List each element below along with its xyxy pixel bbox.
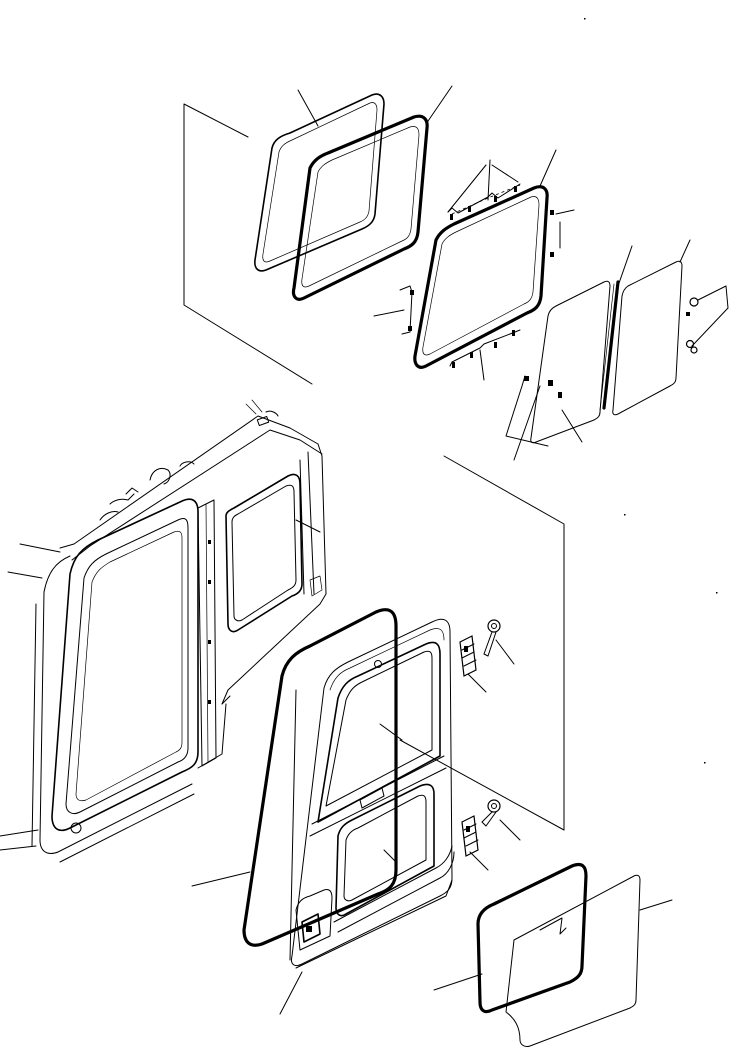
leader-line (539, 149, 557, 187)
latch-cluster (685, 285, 729, 354)
glass-divider-strip (599, 245, 633, 411)
door-seal (191, 608, 398, 947)
leader-line (383, 849, 397, 863)
leader-line (279, 971, 303, 1015)
sliding-glass-front (612, 239, 729, 416)
leader-line (191, 871, 251, 887)
lower-group-bracket (399, 455, 565, 831)
roof-window-seal (254, 89, 385, 272)
hinge-bolt-upper (483, 619, 515, 665)
leader-line (379, 723, 403, 741)
sliding-glass-rear (505, 280, 611, 461)
leader-line (425, 85, 453, 125)
hinge-upper (459, 635, 487, 693)
roof-window-frame (291, 85, 453, 301)
cab-body (0, 399, 327, 863)
hinge-lower (461, 815, 489, 871)
lower-door-glass (505, 874, 673, 1047)
scan-specks (584, 18, 718, 764)
upper-group-bracket (183, 103, 313, 385)
leader-line (639, 899, 673, 911)
lower-door-glass-seal (433, 862, 588, 1014)
upper-glass (373, 149, 575, 381)
door-frame (279, 618, 455, 1015)
leader-line (297, 89, 319, 127)
leader-line (433, 973, 483, 991)
hinge-bolt-lower (481, 799, 521, 841)
